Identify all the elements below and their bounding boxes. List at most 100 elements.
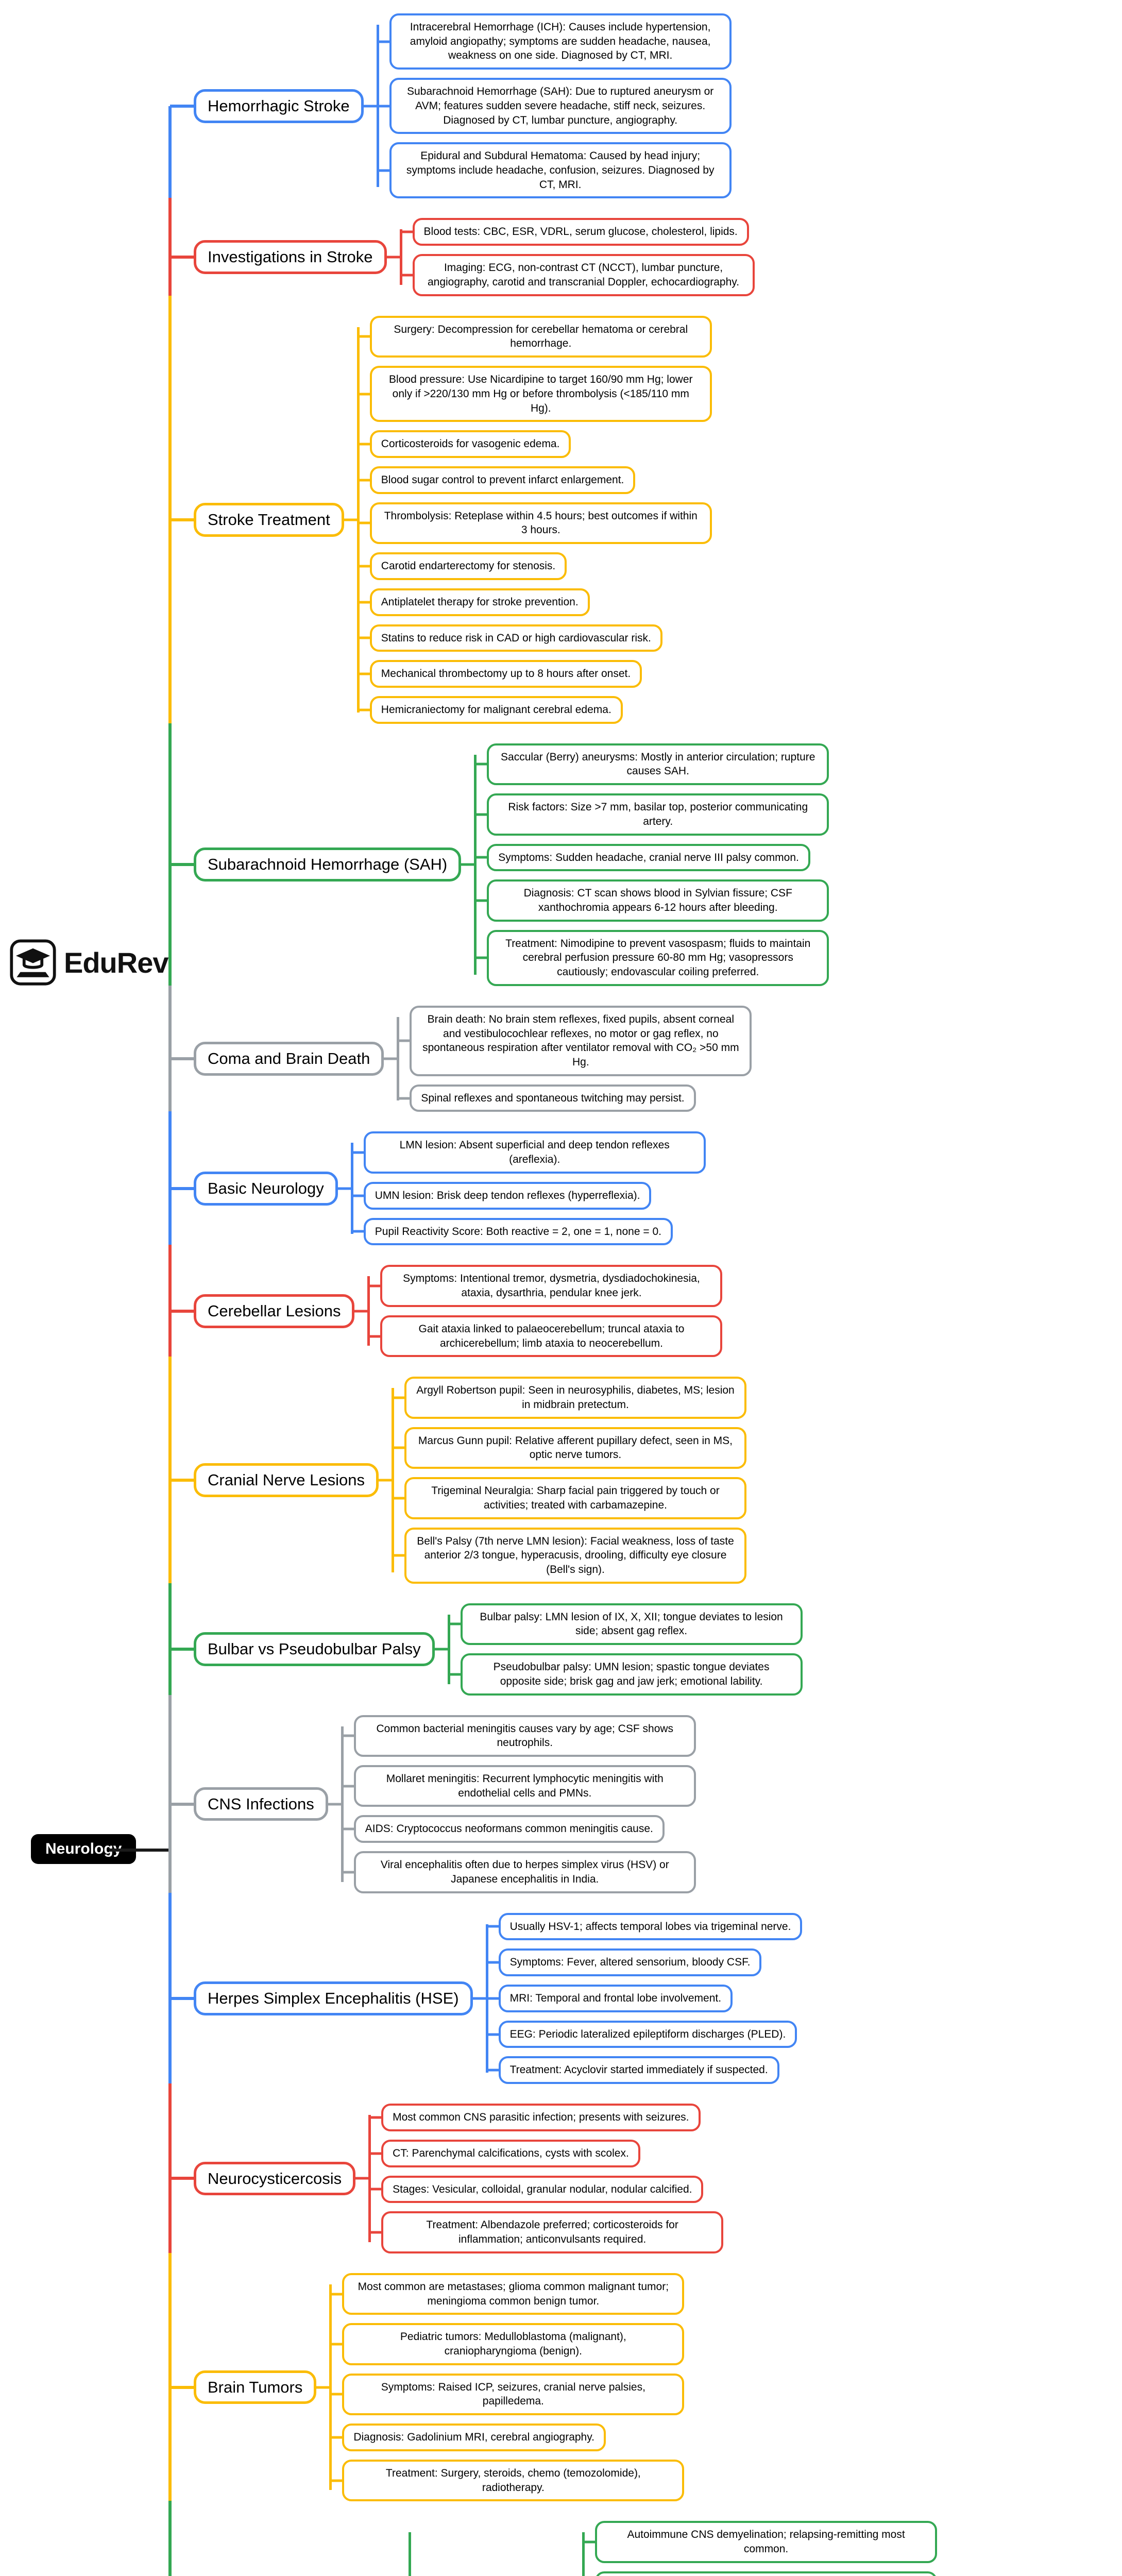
branch-row: Cranial Nerve Lesions Argyll Robertson pu… [168, 1357, 1044, 1584]
leaf-node: Epidural and Subdural Hematoma: Caused b… [389, 142, 732, 199]
leaf-node: Most common are metastases; glioma commo… [342, 2273, 685, 2315]
edurev-logo-text: EduRev [64, 946, 168, 979]
leaf-node: Subarachnoid Hemorrhage (SAH): Due to ru… [389, 78, 732, 134]
leaf-node: CT: Parenchymal calcifications, cysts wi… [381, 2139, 640, 2167]
sub-branch-items: Autoimmune CNS demyelination; relapsing-… [582, 2521, 938, 2576]
branch-row: Coma and Brain Death Brain death: No brai… [168, 985, 1044, 1112]
branch-items: Multiple Sclerosis (MS)Autoimmune CNS de… [408, 2521, 1044, 2576]
leaf-node: Thrombolysis: Reteplase within 4.5 hours… [369, 502, 712, 545]
leaf-node: Marcus Gunn pupil: Relative afferent pup… [404, 1427, 746, 1469]
leaf-node: Pseudobulbar palsy: UMN lesion; spastic … [460, 1653, 803, 1696]
leaf-node: Blood sugar control to prevent infarct e… [369, 466, 636, 494]
branch-items: Saccular (Berry) aneurysms: Mostly in an… [474, 743, 829, 986]
branch-items: Bulbar palsy: LMN lesion of IX, X, XII; … [447, 1603, 803, 1696]
leaf-node: Surgery: Decompression for cerebellar he… [369, 315, 712, 358]
sub-branch-row: Multiple Sclerosis (MS)Autoimmune CNS de… [421, 2521, 938, 2576]
leaf-node: EEG: Periodic lateralized epileptiform d… [498, 2020, 797, 2048]
leaf-node: Treatment: Surgery, steroids, chemo (tem… [342, 2459, 685, 2502]
leaf-node: Symptoms: Raised ICP, seizures, cranial … [342, 2373, 685, 2416]
branch-label: Neurocysticercosis [194, 2161, 356, 2196]
leaf-node: Diagnosis: CT scan shows blood in Sylvia… [487, 879, 829, 922]
leaf-node: Saccular (Berry) aneurysms: Mostly in an… [487, 743, 829, 786]
leaf-node: Mollaret meningitis: Recurrent lymphocyt… [353, 1765, 696, 1807]
branch-items: Most common CNS parasitic infection; pre… [368, 2104, 724, 2253]
branch-label: Coma and Brain Death [194, 1042, 384, 1076]
branch-row: CNS Infections Common bacterial meningiti… [168, 1694, 1044, 1893]
leaf-node: Common bacterial meningitis causes vary … [353, 1715, 696, 1757]
leaf-node: Brain death: No brain stem reflexes, fix… [410, 1005, 752, 1076]
leaf-node: Most common CNS parasitic infection; pre… [381, 2104, 701, 2131]
leaf-node: Diagnosis: Gadolinium MRI, cerebral angi… [342, 2424, 606, 2451]
branch-items: Argyll Robertson pupil: Seen in neurosyp… [391, 1377, 746, 1584]
branch-label: CNS Infections [194, 1787, 328, 1821]
leaf-node: Gait ataxia linked to palaeocerebellum; … [380, 1315, 723, 1358]
leaf-node: Treatment: Nimodipine to prevent vasospa… [487, 929, 829, 986]
leaf-node: Trigeminal Neuralgia: Sharp facial pain … [404, 1477, 746, 1519]
branch-items: Blood tests: CBC, ESR, VDRL, serum gluco… [399, 218, 755, 296]
graduation-cap-icon [10, 939, 56, 986]
leaf-node: Bulbar palsy: LMN lesion of IX, X, XII; … [460, 1603, 803, 1646]
leaf-node: Blood pressure: Use Nicardipine to targe… [369, 366, 712, 422]
leaf-node: Treatment: Albendazole preferred; cortic… [381, 2211, 724, 2253]
branch-label: Hemorrhagic Stroke [194, 89, 364, 123]
branch-items: Most common are metastases; glioma commo… [329, 2273, 685, 2502]
leaf-node: Argyll Robertson pupil: Seen in neurosyp… [404, 1377, 746, 1419]
leaf-node: Blood tests: CBC, ESR, VDRL, serum gluco… [412, 218, 749, 246]
leaf-node: Symptoms: Intentional tremor, dysmetria,… [380, 1265, 723, 1307]
branch-label: Subarachnoid Hemorrhage (SAH) [194, 848, 462, 882]
branch-label: Basic Neurology [194, 1172, 338, 1206]
leaf-node: Treatment: Acyclovir started immediately… [498, 2056, 779, 2084]
leaf-node: Risk factors: Size >7 mm, basilar top, p… [487, 793, 829, 836]
branch-items: Common bacterial meningitis causes vary … [341, 1715, 696, 1893]
root-connector-line [109, 1849, 170, 1852]
branch-row: Bulbar vs Pseudobulbar Palsy Bulbar palsy… [168, 1583, 1044, 1696]
branch-items: Surgery: Decompression for cerebellar he… [356, 315, 712, 724]
branch-label: Investigations in Stroke [194, 240, 387, 274]
leaf-node: Stages: Vesicular, colloidal, granular n… [381, 2175, 704, 2204]
leaf-node: Antiplatelet therapy for stroke preventi… [369, 588, 590, 616]
branch-row: Demyelinating DisordersMultiple Sclerosi… [168, 2501, 1044, 2576]
leaf-node: Pupil Reactivity Score: Both reactive = … [363, 1217, 673, 1246]
branch-label: Cranial Nerve Lesions [194, 1463, 379, 1497]
branch-row: Neurocysticercosis Most common CNS parasi… [168, 2083, 1044, 2253]
branch-row: Investigations in Stroke Blood tests: CBC… [168, 198, 1044, 296]
leaf-node: MRI: Temporal and frontal lobe involveme… [498, 1985, 733, 2012]
leaf-node: Bell's Palsy (7th nerve LMN lesion): Fac… [404, 1527, 746, 1584]
branch-label: Brain Tumors [194, 2370, 317, 2404]
branch-items: Intracerebral Hemorrhage (ICH): Causes i… [376, 13, 732, 199]
branch-label: Stroke Treatment [194, 502, 344, 537]
leaf-node: Corticosteroids for vasogenic edema. [369, 430, 571, 458]
branch-row: Herpes Simplex Encephalitis (HSE) Usually… [168, 1892, 1044, 2084]
leaf-node: Statins to reduce risk in CAD or high ca… [369, 624, 662, 652]
leaf-node: Spinal reflexes and spontaneous twitchin… [410, 1084, 696, 1112]
branch-row: Hemorrhagic Stroke Intracerebral Hemorrha… [168, 13, 1044, 199]
branch-row: Subarachnoid Hemorrhage (SAH) Saccular (B… [168, 723, 1044, 987]
leaf-node: Symptoms: Sudden headache, cranial nerve… [487, 843, 810, 872]
branch-items: LMN lesion: Absent superficial and deep … [350, 1131, 706, 1246]
leaf-node: Usually HSV-1; affects temporal lobes vi… [498, 1912, 803, 1941]
branch-label: Cerebellar Lesions [194, 1294, 355, 1328]
branch-row: Brain Tumors Most common are metastases; … [168, 2252, 1044, 2502]
edurev-logo: EduRev [9, 939, 168, 986]
branch-items: Brain death: No brain stem reflexes, fix… [397, 1005, 752, 1112]
branch-row: Stroke Treatment Surgery: Decompression f… [168, 295, 1044, 724]
branch-row: Cerebellar Lesions Symptoms: Intentional … [168, 1245, 1044, 1358]
branch-label: Bulbar vs Pseudobulbar Palsy [194, 1632, 435, 1667]
branches-container: Hemorrhagic Stroke Intracerebral Hemorrha… [168, 13, 1044, 2576]
leaf-node: Autoimmune CNS demyelination; relapsing-… [595, 2521, 938, 2563]
leaf-node: Intracerebral Hemorrhage (ICH): Causes i… [389, 13, 732, 70]
leaf-node: Carotid endarterectomy for stenosis. [369, 552, 567, 580]
leaf-node: LMN lesion: Absent superficial and deep … [363, 1131, 706, 1174]
branch-items: Usually HSV-1; affects temporal lobes vi… [485, 1912, 803, 2084]
branch-items: Symptoms: Intentional tremor, dysmetria,… [367, 1265, 723, 1358]
branch-row: Basic Neurology LMN lesion: Absent superf… [168, 1111, 1044, 1246]
leaf-node: Symptoms: Fever, altered sensorium, bloo… [498, 1948, 762, 1977]
leaf-node: AIDS: Cryptococcus neoformans common men… [353, 1815, 665, 1843]
leaf-node: Hemicraniectomy for malignant cerebral e… [369, 696, 623, 724]
leaf-node: Imaging: ECG, non-contrast CT (NCCT), lu… [412, 254, 755, 296]
leaf-node: Symptoms: Sensory loss, optic neuritis, … [595, 2571, 938, 2576]
leaf-node: Mechanical thrombectomy up to 8 hours af… [369, 660, 642, 688]
branch-label: Herpes Simplex Encephalitis (HSE) [194, 1981, 473, 2015]
leaf-node: Pediatric tumors: Medulloblastoma (malig… [342, 2323, 685, 2365]
